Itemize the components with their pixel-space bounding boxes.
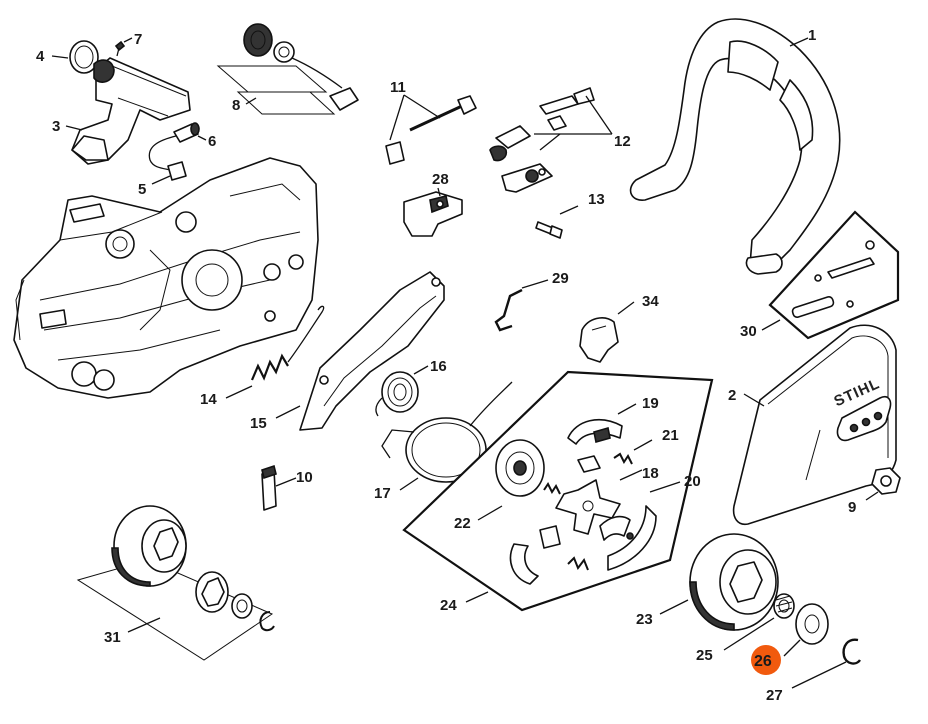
callout-14: 14 — [200, 391, 217, 408]
callout-34: 34 — [642, 293, 659, 310]
callout-23: 23 — [636, 611, 653, 628]
callout-29: 29 — [552, 270, 569, 287]
kit-part-30[interactable] — [768, 210, 900, 340]
shoe-part-19[interactable] — [567, 418, 623, 445]
bolt-part-11[interactable] — [385, 95, 477, 165]
crankcase-body[interactable] — [13, 157, 319, 399]
screw-part-7[interactable] — [114, 40, 126, 57]
callout-26: 26 — [754, 653, 772, 670]
callout-12: 12 — [614, 133, 631, 150]
callout-4: 4 — [36, 48, 45, 65]
callout-1: 1 — [808, 27, 816, 44]
callout-30: 30 — [740, 323, 757, 340]
brake-band-part-17[interactable] — [381, 381, 513, 483]
e-clip-part-27[interactable] — [842, 638, 861, 665]
callout-8: 8 — [232, 97, 240, 114]
drum-part-23[interactable] — [689, 533, 779, 631]
callout-18: 18 — [642, 465, 659, 482]
callout-9: 9 — [848, 499, 856, 516]
shoes-part-20[interactable] — [509, 505, 657, 585]
callout-20: 20 — [684, 473, 701, 490]
highlight-marker-26[interactable] — [751, 645, 781, 675]
pin-part-10[interactable] — [261, 464, 277, 511]
catcher-part-12[interactable] — [489, 87, 595, 193]
fitting-part-6[interactable] — [173, 122, 200, 143]
callout-6: 6 — [208, 133, 216, 150]
callout-15: 15 — [250, 415, 267, 432]
sprocket-kit-part-31[interactable] — [76, 505, 275, 661]
oil-pump-part-28[interactable] — [403, 191, 463, 237]
plate-part-22[interactable] — [495, 439, 545, 497]
callout-31: 31 — [104, 629, 121, 646]
callout-7: 7 — [134, 31, 142, 48]
clip-part-29[interactable] — [494, 288, 523, 332]
guide-plate-part-15[interactable] — [299, 271, 445, 431]
washer-part-26[interactable] — [795, 603, 829, 645]
callout-10: 10 — [296, 469, 313, 486]
spring-part-16[interactable] — [375, 371, 419, 417]
ring-part-4[interactable] — [69, 40, 99, 74]
screw-part-13[interactable] — [535, 221, 563, 239]
switch-part-5[interactable] — [148, 135, 187, 181]
hand-guard-part-1[interactable] — [629, 18, 841, 275]
callout-2: 2 — [728, 387, 736, 404]
callout-13: 13 — [588, 191, 605, 208]
sprocket-cover-part-2[interactable] — [732, 324, 897, 526]
carrier-part-18[interactable] — [543, 479, 621, 535]
callout-22: 22 — [454, 515, 471, 532]
callout-5: 5 — [138, 181, 146, 198]
needle-cage-part-25[interactable] — [773, 593, 795, 619]
callout-17: 17 — [374, 485, 391, 502]
callout-11: 11 — [390, 79, 406, 96]
nut-part-9[interactable] — [871, 467, 901, 495]
callout-28: 28 — [432, 171, 449, 188]
callout-16: 16 — [430, 358, 447, 375]
guide-part-34[interactable] — [579, 317, 619, 363]
spring-part-14[interactable] — [250, 305, 325, 381]
spring-part-21[interactable] — [577, 452, 633, 473]
callout-25: 25 — [696, 647, 713, 664]
callout-27: 27 — [766, 687, 783, 704]
intake-part-3[interactable] — [71, 57, 191, 165]
callout-3: 3 — [52, 118, 60, 135]
callout-21: 21 — [662, 427, 679, 444]
callout-19: 19 — [642, 395, 659, 412]
callout-24: 24 — [440, 597, 457, 614]
filter-kit-part-8[interactable] — [216, 23, 359, 115]
